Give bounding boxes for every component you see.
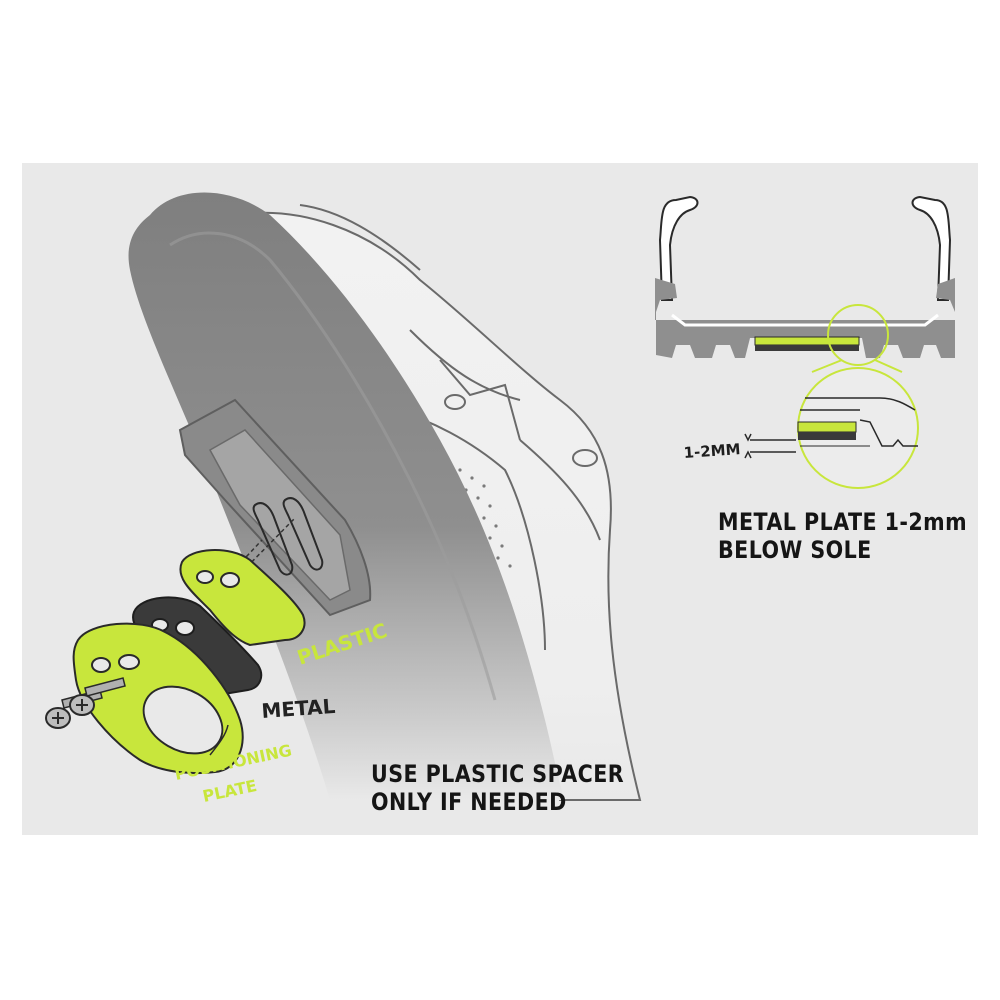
plate-caption-line1: METAL PLATE 1-2mm <box>718 508 968 536</box>
cleat-screws <box>45 677 126 729</box>
positioning-plate <box>72 622 244 775</box>
screw <box>69 677 126 716</box>
spacer-caption-line2: ONLY IF NEEDED <box>371 788 567 816</box>
sole-cross-section: 1-2MM <box>655 195 955 489</box>
plate-caption-line2: BELOW SOLE <box>718 536 872 564</box>
spacer-caption: USE PLASTIC SPACER ONLY IF NEEDED <box>371 760 624 816</box>
gap-measure-label: 1-2MM <box>683 440 741 462</box>
plastic-spacer <box>179 549 306 647</box>
metal-label: METAL <box>261 694 337 723</box>
plate-caption: METAL PLATE 1-2mm BELOW SOLE <box>718 508 967 564</box>
spacer-caption-line1: USE PLASTIC SPACER <box>371 760 625 788</box>
shoe-sole <box>128 192 566 800</box>
positioning-label-line2: PLATE <box>201 776 259 806</box>
